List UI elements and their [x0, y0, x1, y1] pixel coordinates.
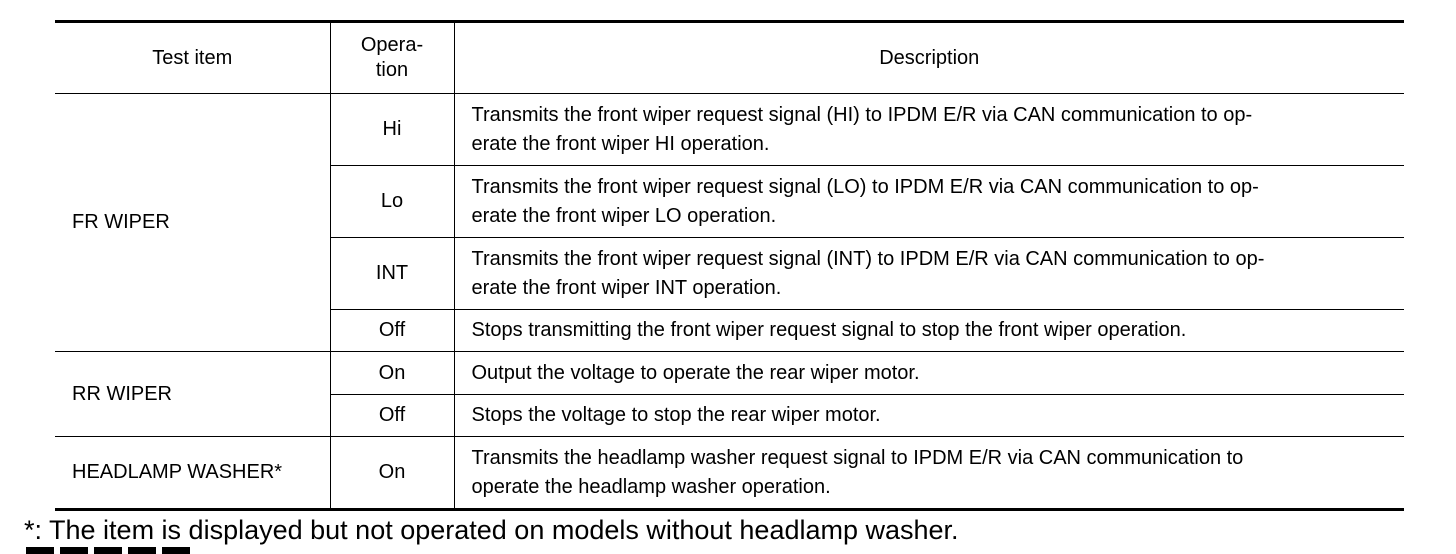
description-cell: Output the voltage to operate the rear w… — [453, 351, 1404, 395]
description-line: Transmits the front wiper request signal… — [471, 103, 1253, 126]
table-row: Lo Transmits the front wiper request sig… — [55, 165, 1404, 238]
header-description: Description — [453, 21, 1404, 94]
table-row: RR WIPER On Output the voltage to operat… — [55, 351, 1404, 437]
description-cell: Stops the voltage to stop the rear wiper… — [453, 394, 1404, 437]
table-header-row: Test item Opera- tion Description — [55, 21, 1404, 94]
operation-cell: Off — [329, 394, 454, 437]
test-item-cell: FR WIPER — [72, 211, 170, 233]
header-operation-line1: Opera- — [360, 34, 424, 56]
description-cell: Transmits the front wiper request signal… — [453, 93, 1404, 166]
operation-cell: Lo — [329, 165, 454, 238]
table-row: FR WIPER Hi Transmits the front wiper re… — [55, 93, 1404, 233]
header-test-item: Test item — [55, 21, 330, 94]
description-line: erate the front wiper LO operation. — [471, 204, 777, 227]
cropped-heading-fragment — [26, 547, 202, 554]
description-cell: Transmits the headlamp washer request si… — [453, 436, 1404, 510]
description-line: Transmits the front wiper request signal… — [471, 175, 1259, 198]
header-operation: Opera- tion — [329, 21, 454, 94]
test-item-cell: HEADLAMP WASHER* — [55, 436, 330, 510]
operation-cell: On — [329, 436, 454, 510]
description-cell: Transmits the front wiper request signal… — [453, 165, 1404, 238]
description-line: erate the front wiper INT operation. — [471, 276, 782, 299]
description-line: erate the front wiper HI operation. — [471, 132, 770, 155]
operation-cell: INT — [329, 237, 454, 310]
table-row: Off Stops the voltage to stop the rear w… — [55, 394, 1404, 437]
description-line: Transmits the front wiper request signal… — [471, 247, 1265, 270]
operation-cell: Hi — [329, 93, 454, 166]
table-row: INT Transmits the front wiper request si… — [55, 237, 1404, 310]
operation-cell: Off — [329, 309, 454, 352]
description-cell: Transmits the front wiper request signal… — [453, 237, 1404, 310]
table-row: Off Stops transmitting the front wiper r… — [55, 309, 1404, 352]
test-item-cell: RR WIPER — [55, 351, 330, 437]
table-row: HEADLAMP WASHER* On Transmits the headla… — [55, 436, 1404, 510]
description-cell: Stops transmitting the front wiper reque… — [453, 309, 1404, 352]
footnote: *: The item is displayed but not operate… — [24, 515, 959, 545]
test-item-table: Test item Opera- tion Description FR WIP… — [55, 20, 1404, 511]
description-line: operate the headlamp washer operation. — [471, 475, 831, 498]
operation-cell: On — [329, 351, 454, 395]
header-operation-line2: tion — [375, 59, 409, 81]
description-line: Transmits the headlamp washer request si… — [471, 446, 1244, 469]
